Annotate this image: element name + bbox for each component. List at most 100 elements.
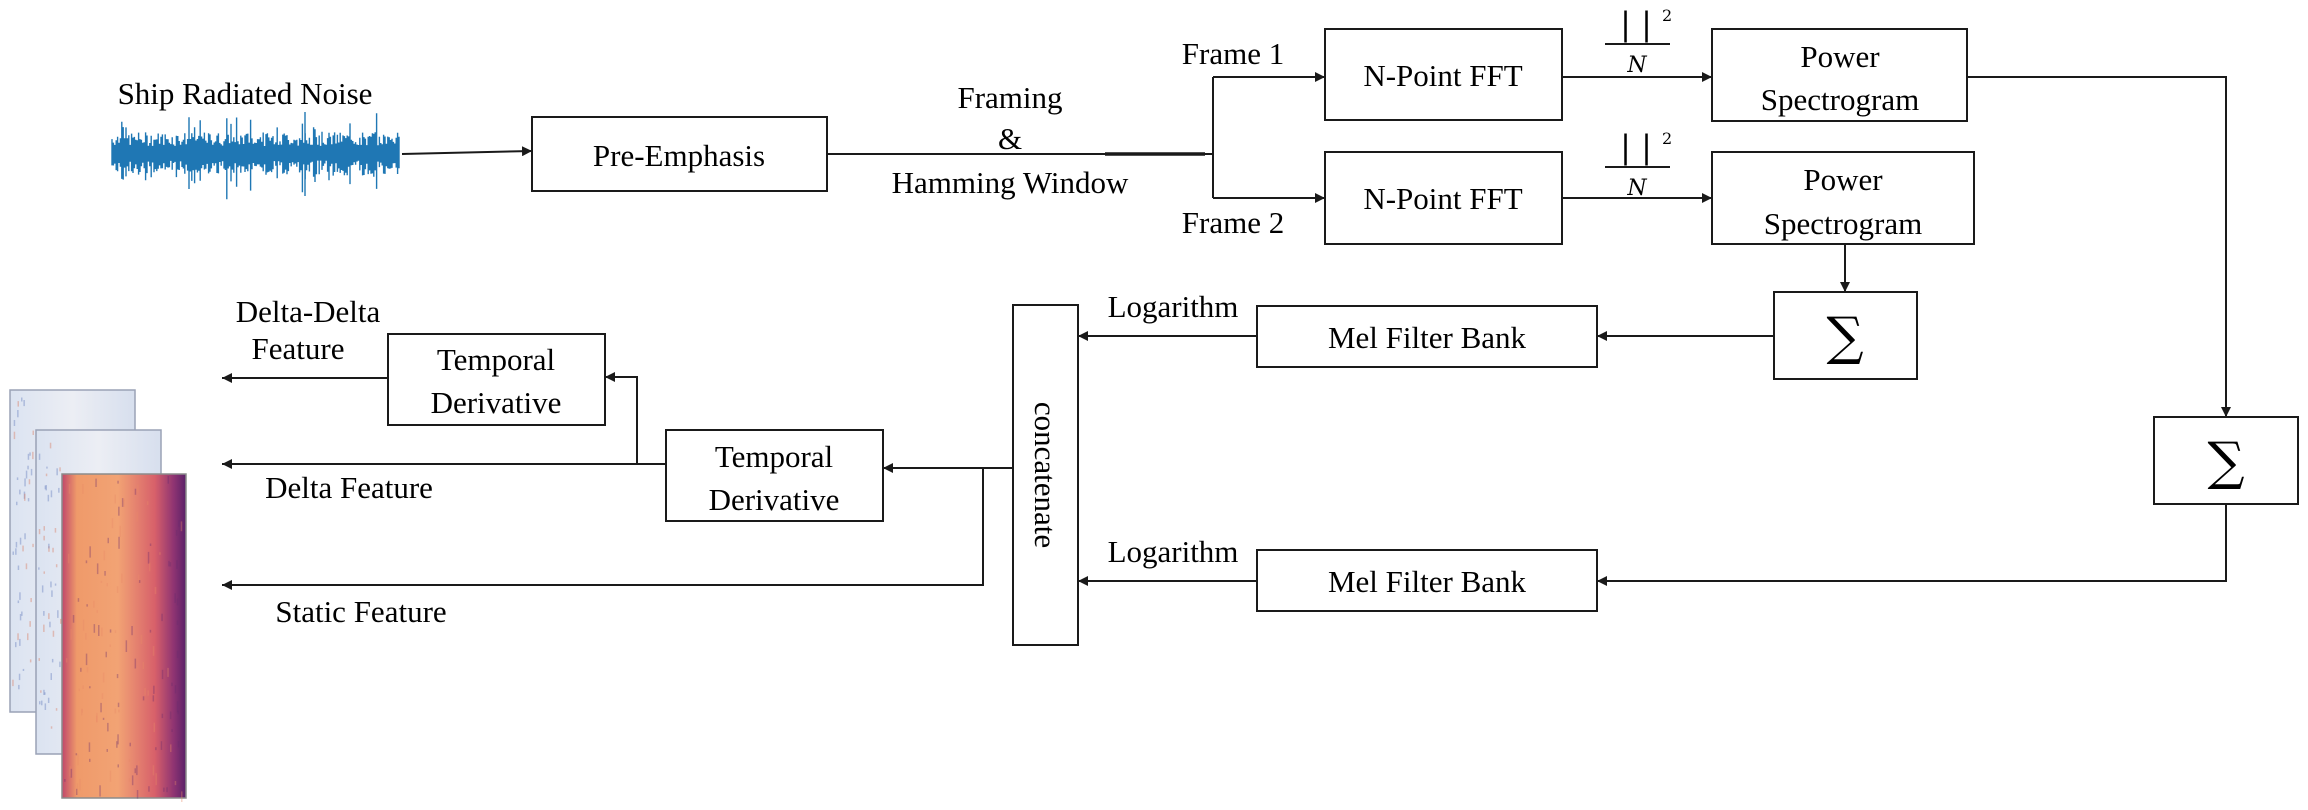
td-1-line1: Temporal: [437, 342, 555, 377]
spectrogram-speckle: [49, 442, 52, 449]
spectrogram-speckle: [178, 520, 180, 527]
spectrogram-speckle: [117, 480, 119, 484]
spectrogram-speckle: [54, 583, 57, 586]
spectrogram-speckle: [140, 634, 143, 645]
spectrogram-speckle: [30, 598, 32, 603]
spectrogram-speckle: [51, 590, 53, 597]
spectrogram-speckle: [51, 658, 54, 663]
spectrogram-speckle: [121, 498, 124, 507]
spectrogram-speckle: [59, 661, 61, 668]
spectrogram-speckle: [23, 491, 26, 499]
spectrogram-speckle: [77, 598, 80, 602]
spectrogram-speckle: [93, 624, 96, 633]
spectrogram-speckle: [180, 521, 183, 532]
spectrogram-speckle: [19, 614, 22, 621]
spectrogram-speckle: [138, 580, 141, 583]
spectrogram-speckle: [81, 708, 83, 716]
spectrogram-speckle: [19, 592, 21, 600]
spectrogram-speckle: [109, 770, 112, 782]
spectrogram-speckle: [142, 662, 145, 670]
fft-block-2: N-Point FFT: [1324, 151, 1563, 245]
spectrogram-speckle: [168, 560, 170, 567]
mel-1-label: Mel Filter Bank: [1328, 320, 1527, 355]
spectrogram-speckle: [136, 790, 139, 799]
spectrogram-speckle: [176, 560, 178, 569]
spectrogram-speckle: [101, 627, 103, 637]
spectrogram-speckle: [123, 499, 125, 507]
spectrogram-speckle: [44, 703, 47, 710]
fft-1-label: N-Point FFT: [1363, 58, 1522, 93]
td-2-line1: Temporal: [715, 439, 833, 474]
spectrogram-speckle: [104, 571, 106, 576]
spectrogram-speckle: [161, 613, 163, 622]
magnitude-squared-1: | | 2 N: [1605, 5, 1672, 78]
spectrogram-speckle: [147, 690, 149, 696]
spectrogram-speckle: [17, 600, 20, 604]
spectrogram-speckle: [25, 470, 28, 479]
spectrogram-speckle: [58, 487, 60, 493]
spectrogram-front: [61, 473, 187, 799]
spectrogram-speckle: [149, 543, 152, 546]
spectrogram-speckle: [134, 488, 137, 495]
spectrogram-speckle: [82, 685, 84, 689]
sum-block-2: ∑: [2153, 416, 2299, 505]
spectrogram-speckle: [146, 501, 149, 505]
spectrogram-speckle: [16, 501, 18, 506]
arrow-static-feature: [222, 468, 984, 590]
spectrogram-speckle: [19, 638, 21, 646]
spectrogram-speckle: [181, 677, 183, 689]
spectrogram-speckle: [129, 742, 131, 747]
spectrogram-speckle: [122, 498, 125, 502]
spectrogram-speckle: [111, 518, 114, 529]
spectrogram-speckle: [167, 667, 169, 677]
spectrogram-speckle: [93, 600, 95, 608]
spectrogram-speckle: [136, 765, 138, 776]
spectrogram-speckle: [32, 451, 34, 460]
spectrogram-speckle: [68, 483, 71, 494]
spectrogram-speckle: [106, 583, 108, 587]
concatenate-label: concatenate: [1028, 402, 1063, 548]
spectrogram-speckle: [88, 742, 91, 752]
spectrogram-speckle: [96, 712, 98, 723]
spectrogram-speckle: [13, 431, 16, 440]
spectrogram-speckle: [85, 633, 87, 640]
spectrogram-speckle: [22, 545, 24, 552]
spectrogram-speckle: [69, 766, 71, 777]
spectrogram-speckle: [13, 420, 16, 426]
spectrogram-speckle: [116, 586, 119, 593]
delta-delta-label-line2: Feature: [252, 331, 345, 366]
spectrogram-speckle: [50, 673, 52, 680]
magnitude-denominator-2: N: [1626, 176, 1647, 201]
spectrogram-speckle: [38, 567, 40, 570]
spectrogram-speckle: [29, 452, 31, 456]
td-1-line2: Derivative: [431, 385, 562, 420]
spectrogram-speckle: [70, 768, 73, 778]
spectrogram-speckle: [77, 754, 79, 766]
hamming-window-label: Hamming Window: [892, 165, 1129, 200]
spectrogram-speckle: [43, 571, 45, 574]
magnitude-exponent-2: 2: [1662, 129, 1672, 148]
spectrogram-speckle: [134, 658, 137, 669]
spectrogram-speckle: [80, 667, 82, 672]
spectrogram-speckle: [142, 696, 145, 701]
spectrogram-speckle: [64, 779, 66, 782]
spectrogram-speckle: [96, 563, 99, 575]
spectrogram-speckle: [23, 400, 25, 407]
spectrogram-speckle: [128, 759, 131, 762]
spectrogram-speckle: [155, 747, 157, 751]
spectrogram-speckle: [118, 536, 120, 549]
spectrogram-speckle: [43, 689, 45, 695]
spectrogram-speckle: [38, 453, 41, 460]
spectrogram-speckle: [50, 581, 52, 588]
spectrogram-speckle: [102, 717, 105, 720]
spectrogram-speckle: [25, 563, 28, 570]
spectrogram-speckle: [148, 786, 150, 792]
spectrogram-speckle: [109, 644, 111, 647]
spectrogram-speckle: [55, 564, 58, 568]
spectrogram-speckle: [148, 562, 151, 572]
frame-2-label: Frame 2: [1182, 205, 1284, 240]
spectrogram-speckle: [19, 489, 21, 495]
spectrogram-speckle: [29, 659, 32, 663]
spectrogram-speckle: [22, 668, 25, 671]
spectrogram-speckle: [81, 708, 83, 713]
